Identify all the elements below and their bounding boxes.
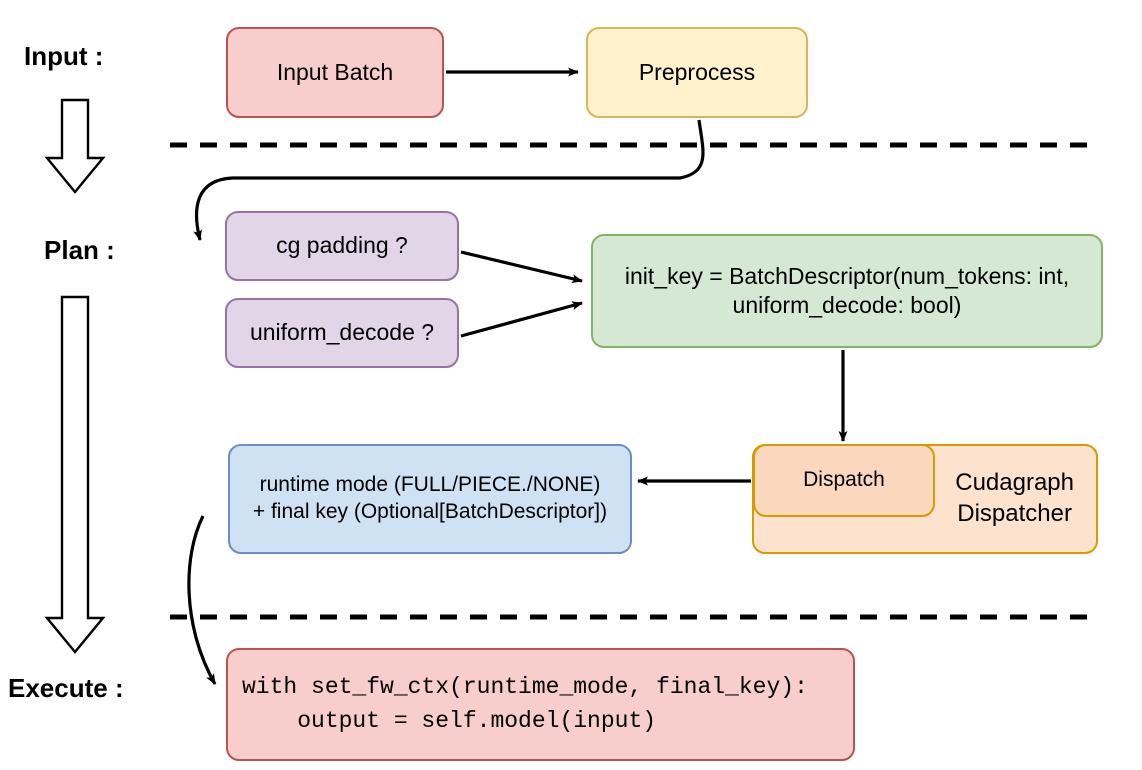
- node-execute-code[interactable]: with set_fw_ctx(runtime_mode, final_key)…: [226, 648, 855, 761]
- stage-arrow-input-to-plan: [44, 98, 106, 194]
- arrow-runtime-mode-to-execute-code: [187, 515, 217, 685]
- arrow-cg-padding-to-init-key: [460, 250, 583, 284]
- node-uniform-decode[interactable]: uniform_decode ?: [225, 298, 459, 368]
- node-preprocess[interactable]: Preprocess: [586, 27, 808, 118]
- stage-label-execute: Execute :: [8, 673, 124, 703]
- node-runtime-mode[interactable]: runtime mode (FULL/PIECE./NONE) + final …: [228, 444, 632, 554]
- stage-label-input: Input :: [24, 41, 104, 71]
- stage-label-plan: Plan :: [44, 235, 115, 265]
- arrow-uniform-decode-to-init-key: [460, 301, 583, 338]
- node-cg-padding[interactable]: cg padding ?: [225, 211, 459, 281]
- node-dispatch[interactable]: Dispatch: [753, 444, 935, 517]
- node-init-key-batch-descriptor[interactable]: init_key = BatchDescriptor(num_tokens: i…: [591, 234, 1103, 348]
- stage-arrow-plan-to-execute: [44, 295, 106, 654]
- node-input-batch[interactable]: Input Batch: [226, 27, 444, 118]
